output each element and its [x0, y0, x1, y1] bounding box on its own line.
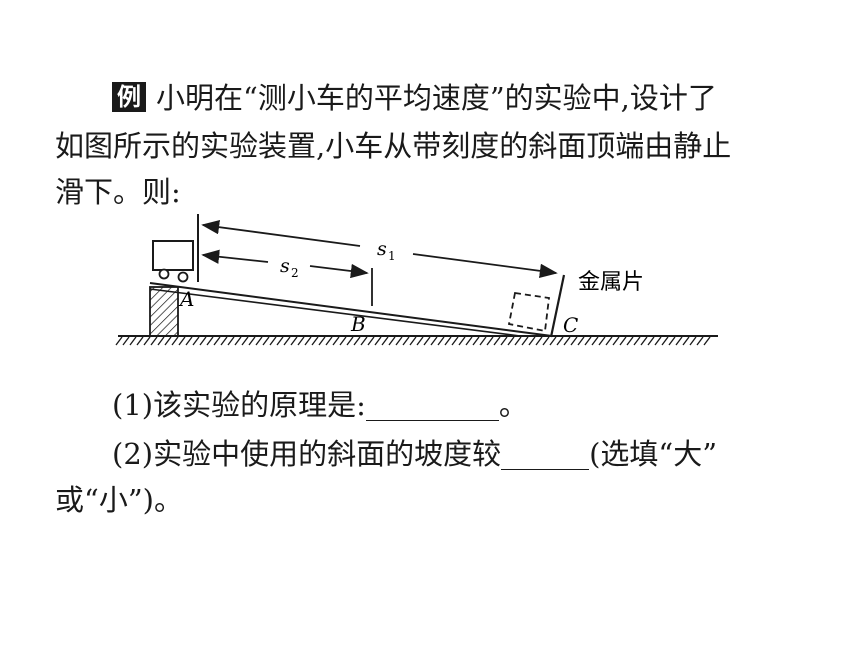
- metal-plate-label: 金属片: [578, 270, 644, 295]
- support-block: [149, 286, 179, 337]
- question-1: (1)该实验的原理是: 。: [112, 385, 528, 425]
- question-2-line-2: 或“小”)。: [55, 483, 183, 517]
- question-1-text: (1)该实验的原理是:: [112, 388, 366, 422]
- example-badge: 例: [112, 82, 146, 112]
- answer-blank-2[interactable]: [501, 439, 590, 470]
- point-c-label: C: [563, 313, 578, 337]
- s2-label: s: [280, 255, 290, 277]
- s1-subscript: 1: [388, 249, 396, 263]
- incline-plane: [149, 282, 553, 337]
- question-text-1: 小明在“测小车的平均速度”的实验中,设计了: [156, 81, 717, 115]
- point-a-label: A: [178, 287, 194, 311]
- point-b-label: B: [350, 312, 366, 336]
- question-line-1: 例小明在“测小车的平均速度”的实验中,设计了: [112, 78, 717, 118]
- answer-blank-1[interactable]: [365, 390, 499, 421]
- question-2: (2)实验中使用的斜面的坡度较 (选填“大”: [112, 434, 717, 474]
- ground: [115, 335, 718, 346]
- s1-label: s: [377, 238, 387, 260]
- cart: [152, 240, 194, 283]
- question-1-end: 。: [498, 388, 528, 422]
- question-line-3: 滑下。则:: [55, 175, 181, 209]
- s1-arrow: [201, 220, 558, 279]
- question-line-2: 如图所示的实验装置,小车从带刻度的斜面顶端由静止: [55, 129, 732, 163]
- cart-end-position: [507, 291, 550, 333]
- s2-subscript: 2: [291, 266, 299, 280]
- question-2-text: (2)实验中使用的斜面的坡度较: [112, 437, 502, 471]
- question-2-options: (选填“大”: [589, 437, 718, 471]
- metal-plate: [549, 274, 566, 338]
- s2-arrow: [201, 249, 369, 279]
